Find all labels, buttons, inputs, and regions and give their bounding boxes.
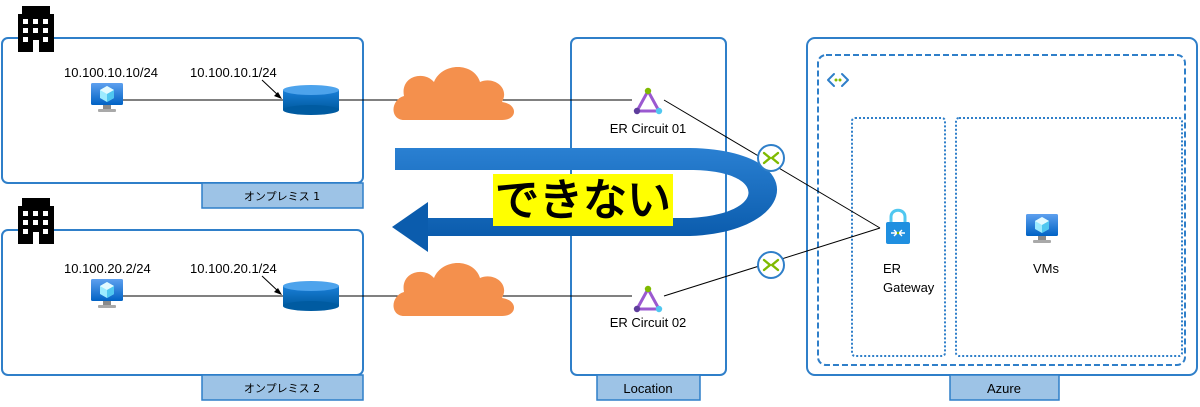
onprem2-box: オンプレミス 2 — [1, 229, 364, 401]
vms-label: VMs — [1033, 261, 1060, 276]
onprem1-vm-ip: 10.100.10.10/24 — [64, 65, 158, 80]
connection-icon — [756, 143, 786, 173]
onprem2-vm-ip: 10.100.20.2/24 — [64, 261, 151, 276]
banner-text: できない — [495, 175, 671, 226]
loop-arrow — [392, 148, 778, 252]
banner: できない — [493, 174, 673, 226]
vnet-icon — [827, 73, 849, 87]
azure-label: Azure — [987, 381, 1021, 396]
gateway-label-line2: Gateway — [883, 280, 935, 295]
router-icon — [283, 85, 339, 115]
gateway-label-line1: ER — [883, 261, 901, 276]
onprem1-gw-ip: 10.100.10.1/24 — [190, 65, 277, 80]
connection-icon — [756, 250, 786, 280]
circuit2-label: ER Circuit 02 — [610, 315, 687, 330]
onprem1-box: オンプレミス 1 — [1, 37, 364, 209]
ip-pointer-arrows — [261, 79, 282, 295]
cloud-icon — [393, 263, 514, 316]
azure-box: Azure — [806, 37, 1198, 401]
circuit1-label: ER Circuit 01 — [610, 121, 687, 136]
onprem2-gw-ip: 10.100.20.1/24 — [190, 261, 277, 276]
onprem1-label: オンプレミス 1 — [244, 190, 320, 203]
building-icon — [18, 6, 54, 52]
location-label: Location — [623, 381, 672, 396]
gateway-lock-icon — [886, 208, 910, 244]
onprem2-label: オンプレミス 2 — [244, 382, 320, 395]
building-icon — [18, 198, 54, 244]
cloud-icon — [393, 67, 514, 120]
router-icon — [283, 281, 339, 311]
